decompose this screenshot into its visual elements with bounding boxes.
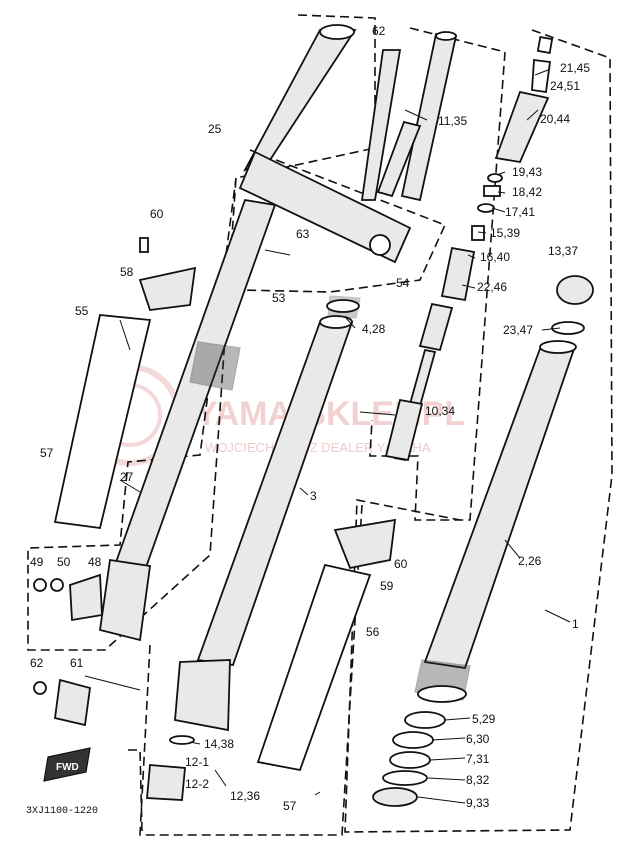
label-13-37: 13,37 bbox=[548, 244, 578, 258]
top-spring bbox=[494, 36, 554, 164]
left-guard bbox=[53, 314, 152, 529]
label-9-33: 9,33 bbox=[466, 796, 490, 810]
damper-spring bbox=[384, 246, 476, 462]
label-56: 56 bbox=[366, 625, 380, 639]
label-48: 48 bbox=[88, 555, 102, 569]
label-18-42: 18,42 bbox=[512, 185, 542, 199]
label-22-46: 22,46 bbox=[477, 280, 507, 294]
watermark-subtitle: WOJCIECHOWICZ DEALER YAMAHA bbox=[205, 440, 431, 455]
label-21-45: 21,45 bbox=[560, 61, 590, 75]
outer-tube bbox=[414, 340, 577, 703]
label-20-44: 20,44 bbox=[540, 112, 570, 126]
diagram-code: 3XJ1100-1220 bbox=[26, 806, 98, 817]
label-61: 61 bbox=[70, 656, 84, 670]
label-57a: 57 bbox=[40, 446, 54, 460]
part-labels: 62 25 11,35 21,45 24,51 20,44 19,43 18,4… bbox=[26, 24, 590, 817]
upper-bracket bbox=[238, 150, 412, 264]
left-clamp bbox=[138, 237, 197, 311]
top-tube-62 bbox=[360, 49, 402, 201]
label-49: 49 bbox=[30, 555, 44, 569]
label-10-34: 10,34 bbox=[425, 404, 455, 418]
left-fork-tube bbox=[98, 24, 357, 642]
label-55: 55 bbox=[75, 304, 89, 318]
label-60b: 60 bbox=[394, 557, 408, 571]
label-1: 1 bbox=[572, 617, 579, 631]
label-58a: 58 bbox=[120, 265, 134, 279]
bottom-valve bbox=[146, 735, 195, 801]
label-17-41: 17,41 bbox=[505, 205, 535, 219]
fwd-label: FWD bbox=[56, 762, 79, 773]
label-16-40: 16,40 bbox=[480, 250, 510, 264]
label-4-28: 4,28 bbox=[362, 322, 386, 336]
leader-lines bbox=[84, 69, 571, 804]
label-25: 25 bbox=[208, 122, 222, 136]
label-12-2: 12-2 bbox=[185, 777, 209, 791]
label-8-32: 8,32 bbox=[466, 773, 490, 787]
label-19-43: 19,43 bbox=[512, 165, 542, 179]
axle-holder-left bbox=[33, 573, 103, 622]
label-3: 3 bbox=[310, 489, 317, 503]
label-23-47: 23,47 bbox=[503, 323, 533, 337]
label-59: 59 bbox=[380, 579, 394, 593]
label-57b: 57 bbox=[283, 799, 297, 813]
inner-tube bbox=[196, 295, 361, 666]
label-12-36: 12,36 bbox=[230, 789, 260, 803]
label-24-51: 24,51 bbox=[550, 79, 580, 93]
label-63: 63 bbox=[296, 227, 310, 241]
label-50: 50 bbox=[57, 555, 71, 569]
seal-stack bbox=[372, 711, 446, 807]
label-53: 53 bbox=[272, 291, 286, 305]
label-7-31: 7,31 bbox=[466, 752, 490, 766]
axle-holder-center bbox=[33, 659, 231, 732]
fork-cap bbox=[551, 275, 594, 335]
label-62a: 62 bbox=[372, 24, 386, 38]
label-27: 27 bbox=[120, 470, 134, 484]
label-14-38: 14,38 bbox=[204, 737, 234, 751]
label-2-26: 2,26 bbox=[518, 554, 542, 568]
label-5-29: 5,29 bbox=[472, 712, 496, 726]
label-54: 54 bbox=[396, 276, 410, 290]
label-60a: 60 bbox=[150, 207, 164, 221]
fwd-badge: FWD bbox=[43, 747, 91, 782]
label-62b: 62 bbox=[30, 656, 44, 670]
label-15-39: 15,39 bbox=[490, 226, 520, 240]
label-6-30: 6,30 bbox=[466, 732, 490, 746]
label-11-35: 11,35 bbox=[438, 114, 467, 128]
damper-rod-top bbox=[376, 31, 458, 202]
label-12-1: 12-1 bbox=[185, 755, 209, 769]
right-clamp bbox=[333, 518, 397, 570]
right-guard bbox=[256, 563, 372, 772]
